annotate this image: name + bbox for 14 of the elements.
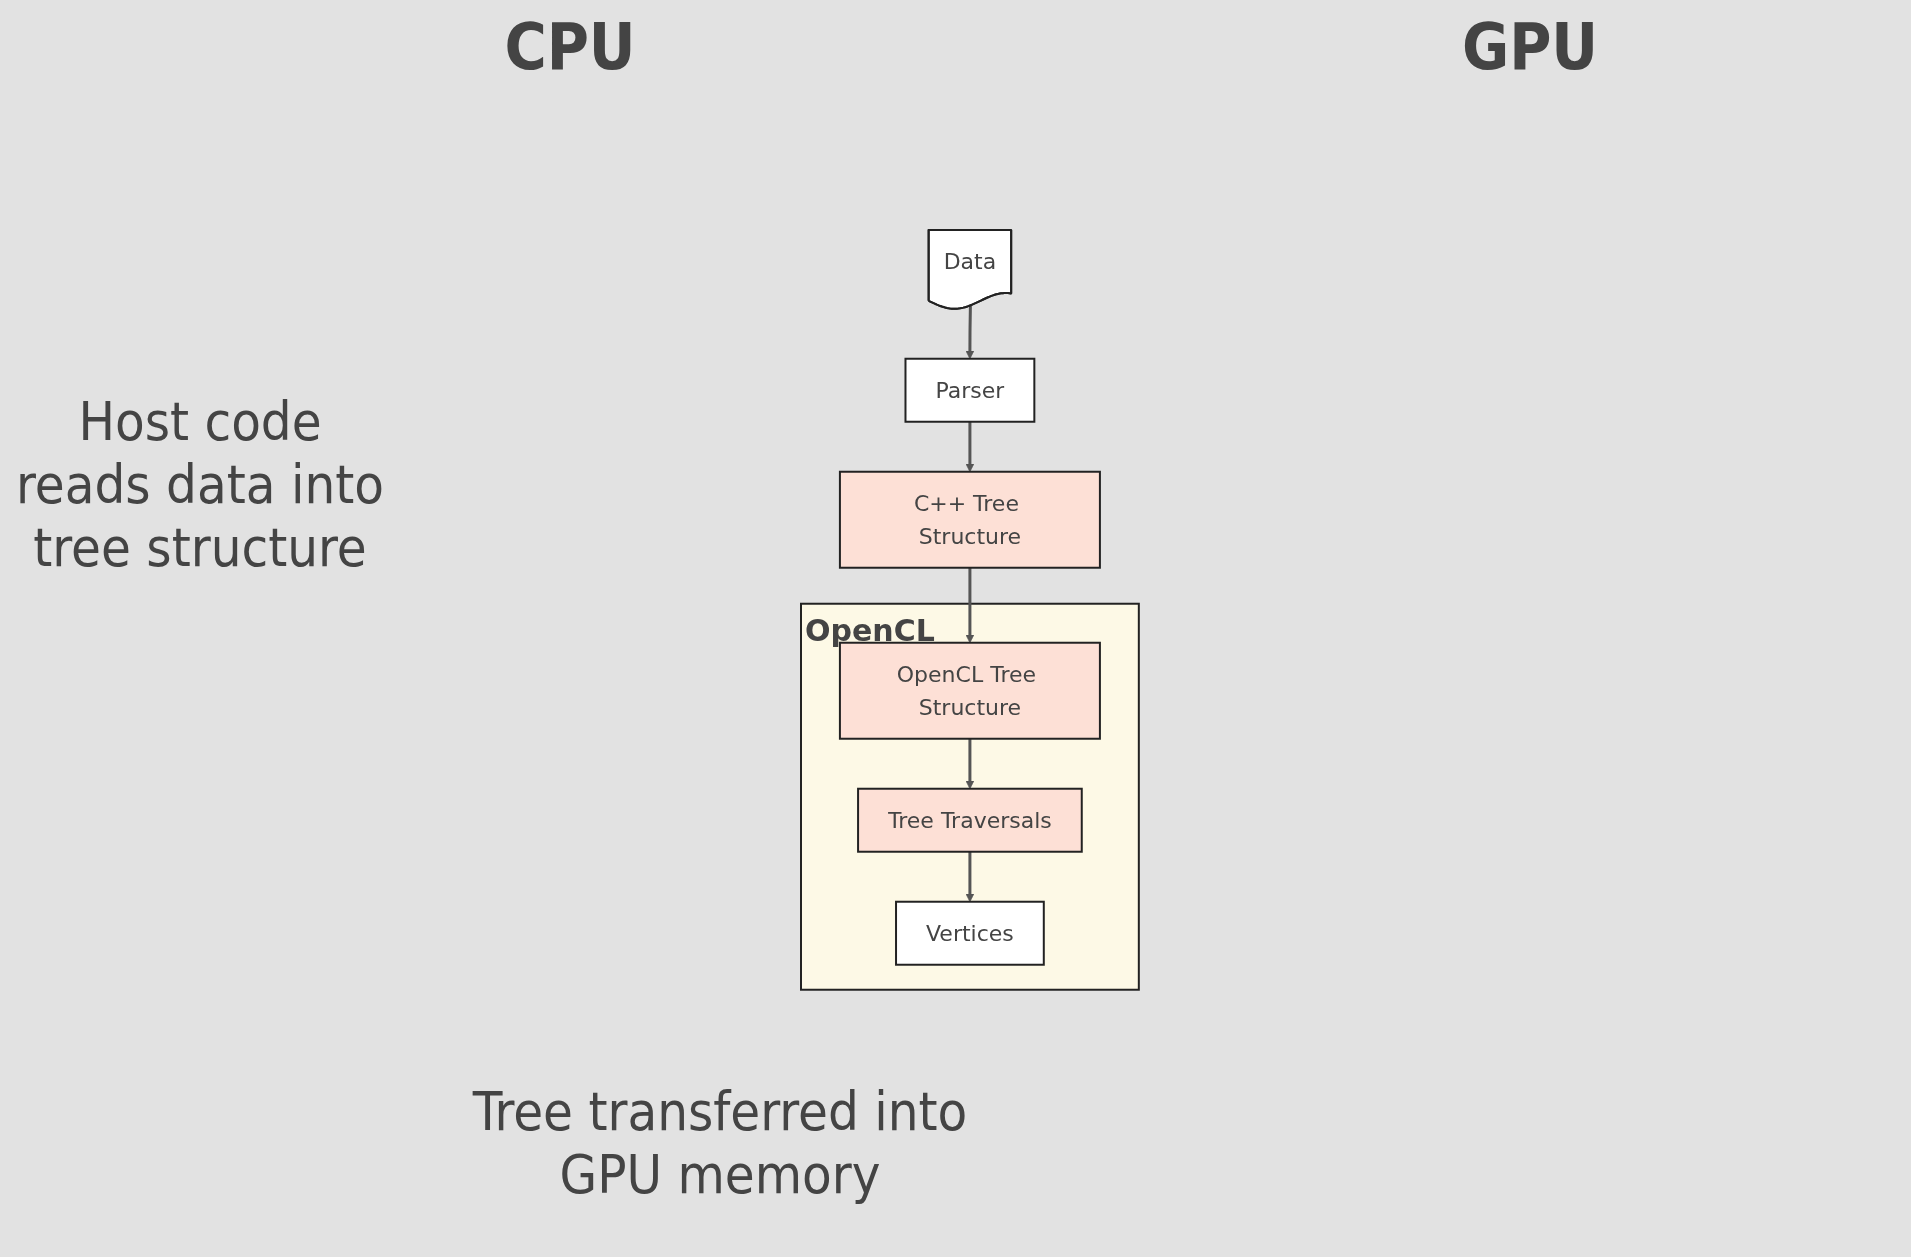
node-box: OpenCL Tree Structure	[839, 641, 1101, 740]
arrow	[965, 738, 975, 790]
arrow	[965, 421, 975, 473]
arrow	[965, 851, 975, 903]
node-box: Parser	[904, 357, 1036, 423]
section-heading: GPU	[1460, 10, 1600, 84]
note-text: Host code reads data into tree structure	[15, 390, 385, 579]
node-box: Vertices	[895, 900, 1045, 966]
node-box: Tree Traversals	[857, 787, 1083, 853]
node-box: C++ Tree Structure	[839, 470, 1101, 569]
note-text: Tree transferred into GPU memory	[471, 1080, 969, 1206]
arrow	[965, 567, 975, 644]
section-heading: CPU	[503, 10, 637, 84]
arrow	[965, 306, 975, 360]
